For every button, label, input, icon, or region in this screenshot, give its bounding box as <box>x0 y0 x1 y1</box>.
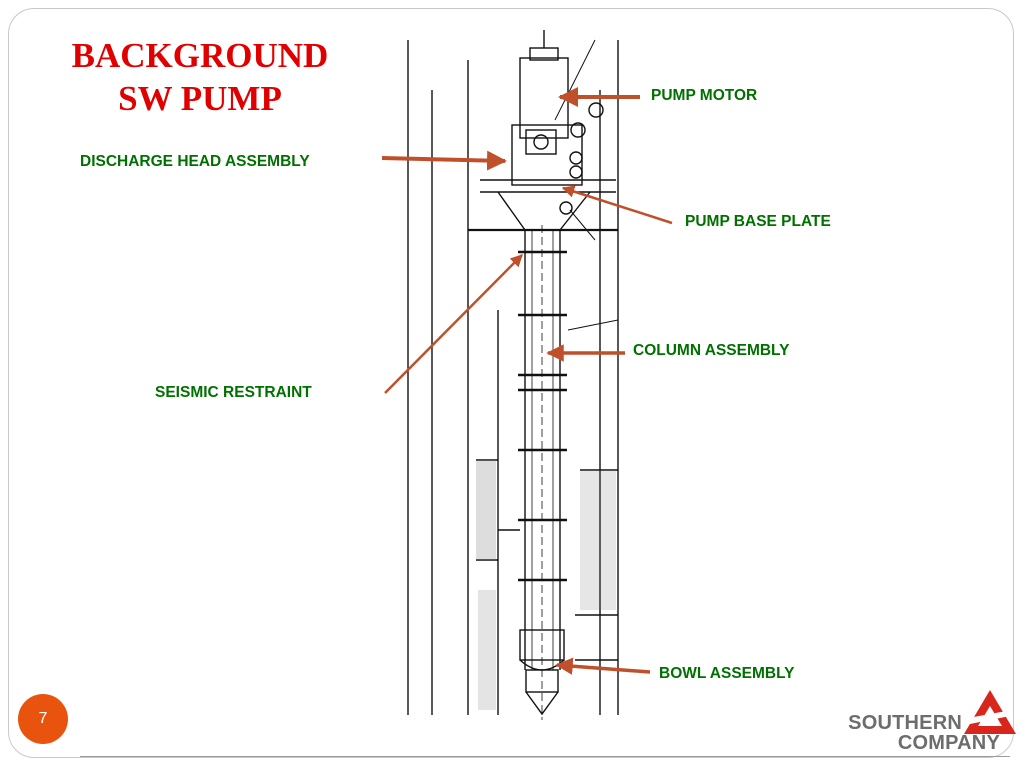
label-bowl-assembly: BOWL ASSEMBLY <box>659 665 795 682</box>
slide-frame <box>8 8 1014 758</box>
pump-engineering-drawing <box>407 30 619 720</box>
logo-triangle-icon <box>964 690 1016 734</box>
page-number-badge: 7 <box>18 694 68 744</box>
logo-text-line-2: COMPANY <box>897 732 1000 754</box>
label-discharge-head-assembly: DISCHARGE HEAD ASSEMBLY <box>80 153 310 170</box>
label-seismic-restraint: SEISMIC RESTRAINT <box>155 384 312 401</box>
label-pump-motor: PUMP MOTOR <box>651 87 758 104</box>
title-line-2: SW PUMP <box>118 79 282 118</box>
title-line-1: BACKGROUND <box>71 36 329 75</box>
southern-company-logo: SOUTHERN COMPANY <box>848 688 1018 754</box>
slide-title: BACKGROUND SW PUMP <box>40 34 360 120</box>
label-column-assembly: COLUMN ASSEMBLY <box>633 342 790 359</box>
footer-rule <box>80 756 1010 757</box>
label-pump-base-plate: PUMP BASE PLATE <box>685 213 831 230</box>
logo-text-line-1: SOUTHERN <box>848 712 962 734</box>
